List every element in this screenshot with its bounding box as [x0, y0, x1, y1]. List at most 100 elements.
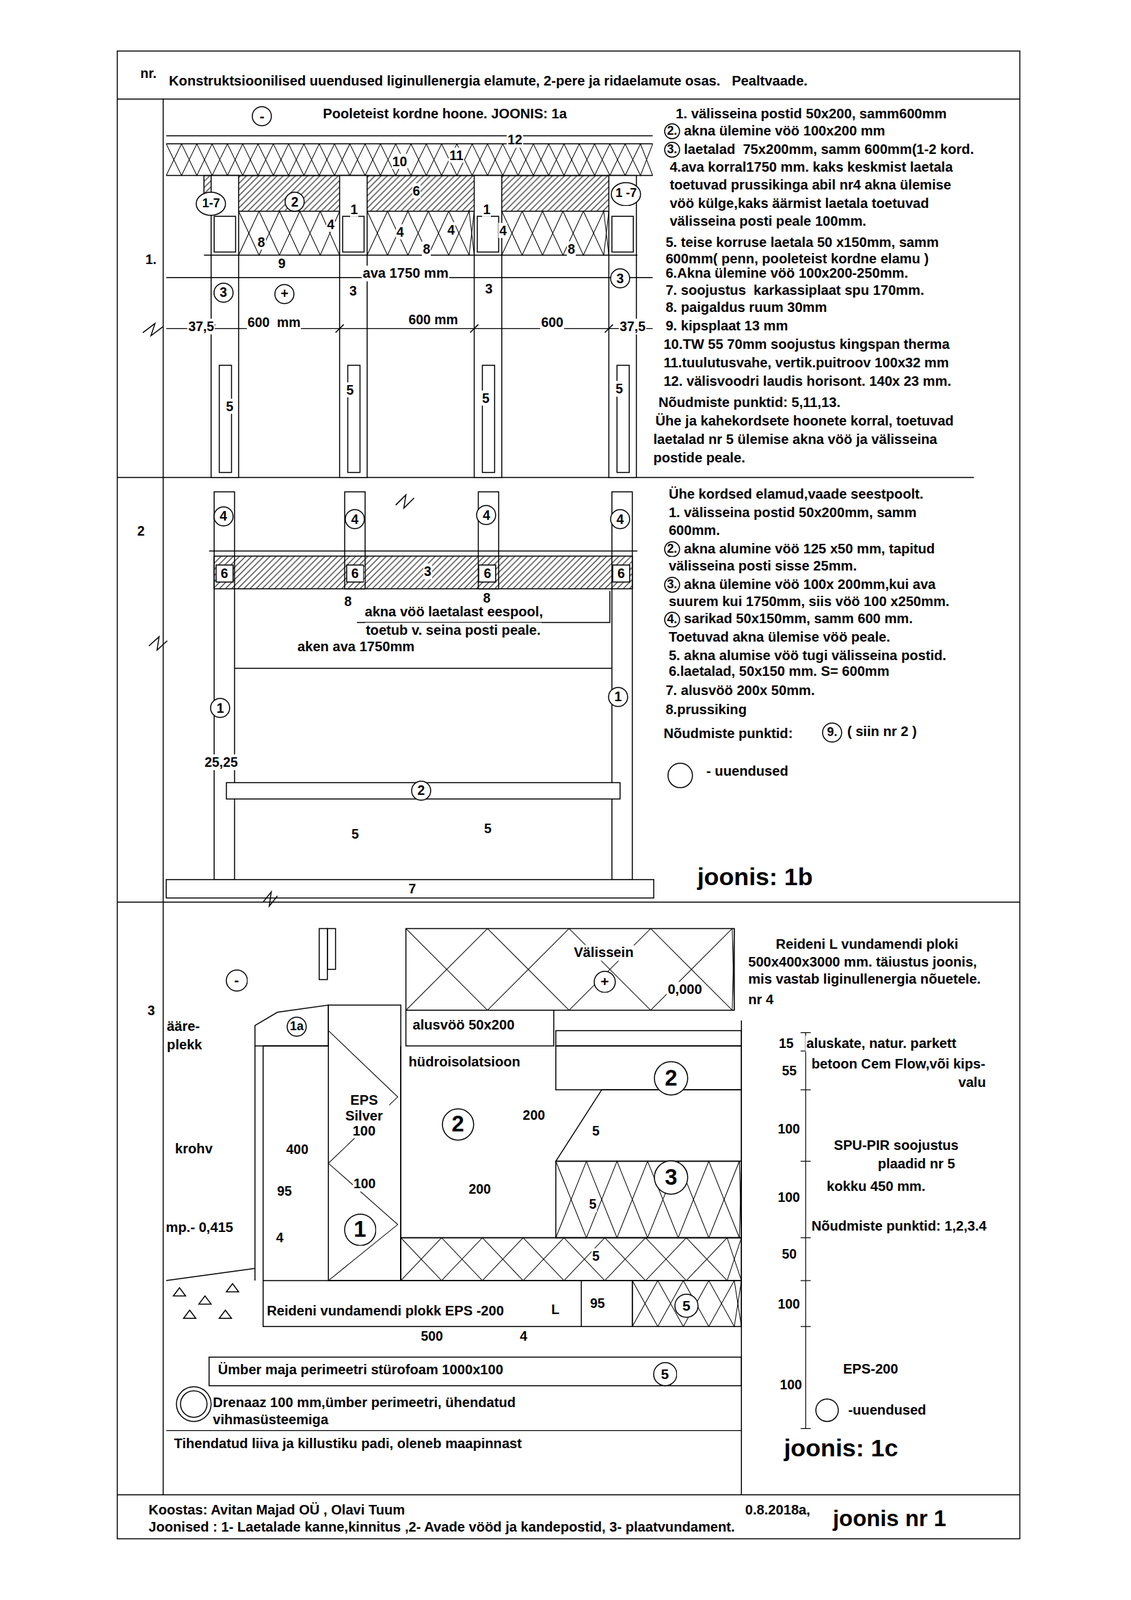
note-text: Nõudmiste punktid: 5,11,13.	[657, 395, 842, 411]
legend-sample-circle	[668, 763, 693, 788]
note-text: aluskate, natur. parkett	[805, 1035, 957, 1051]
callout-text: 2.	[666, 125, 677, 138]
callout-circle: -	[251, 105, 273, 127]
note-text: Ühe kordsed elamud,vaade seestpoolt.	[668, 486, 924, 503]
line-work	[166, 1429, 742, 1431]
callout-number: 8	[421, 241, 431, 257]
callout-text: 3	[616, 272, 624, 286]
perimeter-styrofoam	[209, 1356, 742, 1386]
marker-square-outline	[216, 564, 234, 582]
callout-number: 500	[419, 1327, 444, 1343]
ground-hatch	[166, 1267, 256, 1318]
wall-trim	[327, 927, 336, 969]
callout-number: 8	[566, 241, 576, 257]
note-text: joonis: 1b	[696, 862, 814, 891]
note-text: valu	[957, 1074, 987, 1090]
callout-circle-outline	[285, 192, 305, 212]
callout-number: 4	[275, 1229, 285, 1245]
note-text: 8.prussiking	[664, 702, 748, 718]
note-text: joonis nr 1	[832, 1505, 948, 1532]
callout-circle-outline	[654, 1160, 688, 1194]
note-text: 1. välisseina postid 50x200mm, samm	[668, 505, 917, 522]
callout-number: 15	[778, 1034, 795, 1050]
note-text: toetub v. seina posti peale.	[365, 622, 542, 638]
callout-circle: 2	[410, 780, 432, 801]
callout-text: 6	[617, 566, 625, 580]
callout-circle: 2.	[663, 123, 681, 140]
callout-circle: 3	[213, 282, 234, 303]
callout-circle-outline	[664, 123, 680, 139]
callout-text: 6	[351, 566, 359, 580]
note-text: 12. välisvoodri laudis horisont. 140x 23…	[662, 373, 952, 390]
base-plate	[166, 879, 654, 898]
callout-circle: 2	[441, 1107, 475, 1141]
note-text: 500x400x3000 mm. täiustus joonis,	[747, 953, 978, 970]
callout-number: 400	[285, 1141, 310, 1157]
line-work	[800, 1325, 811, 1327]
window-sill-beam	[226, 782, 621, 799]
sheet-title: Konstruktsioonilised uuendused liginulle…	[168, 73, 809, 90]
callout-text: 2	[664, 1066, 677, 1090]
insulation-board	[632, 1280, 742, 1326]
foundation-block	[263, 1280, 633, 1326]
line-work	[741, 1020, 742, 1495]
callout-number: 100	[776, 1189, 801, 1205]
note-text: 8. paigaldus ruum 30mm	[664, 300, 828, 316]
callout-number: 5	[614, 380, 624, 396]
callout-number: 4	[326, 216, 336, 232]
note-text: 5. akna alumise vöö tugi välisseina post…	[668, 648, 948, 664]
callout-number: 100	[776, 1120, 801, 1136]
callout-circle-outline	[476, 505, 496, 525]
marker-square-outline	[478, 564, 496, 582]
note-text: välisseina posti sisse 25mm.	[668, 557, 858, 574]
callout-number: 8	[482, 590, 491, 606]
callout-number: 5	[481, 390, 491, 406]
note-text: 600mm( penn, pooleteist kordne elamu )	[664, 250, 930, 267]
note-text: vöö külge,kaks äärmist laetala toetuvad	[668, 196, 930, 212]
callout-number: 5	[346, 382, 355, 398]
insulation-hatch	[367, 211, 475, 256]
legend-sample-circle	[815, 1398, 839, 1421]
post-block	[477, 216, 499, 252]
callout-text: 1-7	[202, 197, 221, 210]
line-work	[800, 1427, 811, 1429]
callout-text: 1a	[289, 1020, 304, 1033]
line-work	[800, 1279, 811, 1281]
callout-number: 600 mm	[246, 314, 302, 330]
marker-square-outline	[346, 564, 364, 582]
callout-circle: 1	[343, 1213, 377, 1246]
note-text: krohv	[174, 1140, 214, 1157]
drain-pipe	[176, 1386, 212, 1421]
callout-circle: 1	[607, 686, 629, 708]
callout-text: 4	[351, 512, 359, 526]
insulation-hatch	[632, 1280, 742, 1326]
note-text: 10.TW 55 70mm soojustus kingspan therma	[662, 337, 950, 353]
callout-circle: 2.	[663, 540, 681, 558]
wall-post	[474, 175, 502, 478]
note-text: Drenaaz 100 mm,ümber perimeetri, ühendat…	[211, 1394, 517, 1411]
note-text: betoon Cem Flow,või kips-	[810, 1055, 987, 1072]
line-work	[800, 1031, 811, 1033]
note-text: Tihendatud liiva ja killustiku padi, ole…	[173, 1435, 523, 1452]
callout-number: 200	[468, 1180, 492, 1196]
line-work	[800, 1089, 811, 1090]
callout-circle-outline	[287, 1016, 307, 1036]
callout-circle: 4	[475, 504, 497, 526]
note-text: Ühe ja kahekordsete hoonete korral, toet…	[655, 413, 955, 429]
note-text: ( siin nr 2 )	[846, 723, 918, 740]
line-work	[166, 135, 653, 137]
note-text: akna ülemine vöö 100x200 mm	[683, 123, 886, 140]
insulation-hatch	[501, 211, 610, 256]
insulation-hatch	[501, 211, 610, 256]
callout-circle-outline	[214, 506, 234, 526]
callout-number: 5	[588, 1195, 598, 1212]
callout-circle: 4	[213, 506, 234, 527]
callout-text: 5	[661, 1366, 670, 1382]
callout-number: 5	[591, 1247, 601, 1263]
insulation-hatch	[166, 143, 653, 176]
note-text: plaadid nr 5	[877, 1155, 956, 1172]
callout-number: 11	[448, 147, 464, 163]
callout-number: 100	[352, 1175, 377, 1191]
marker-square: 6	[611, 564, 631, 583]
callout-number: 1	[482, 201, 491, 217]
